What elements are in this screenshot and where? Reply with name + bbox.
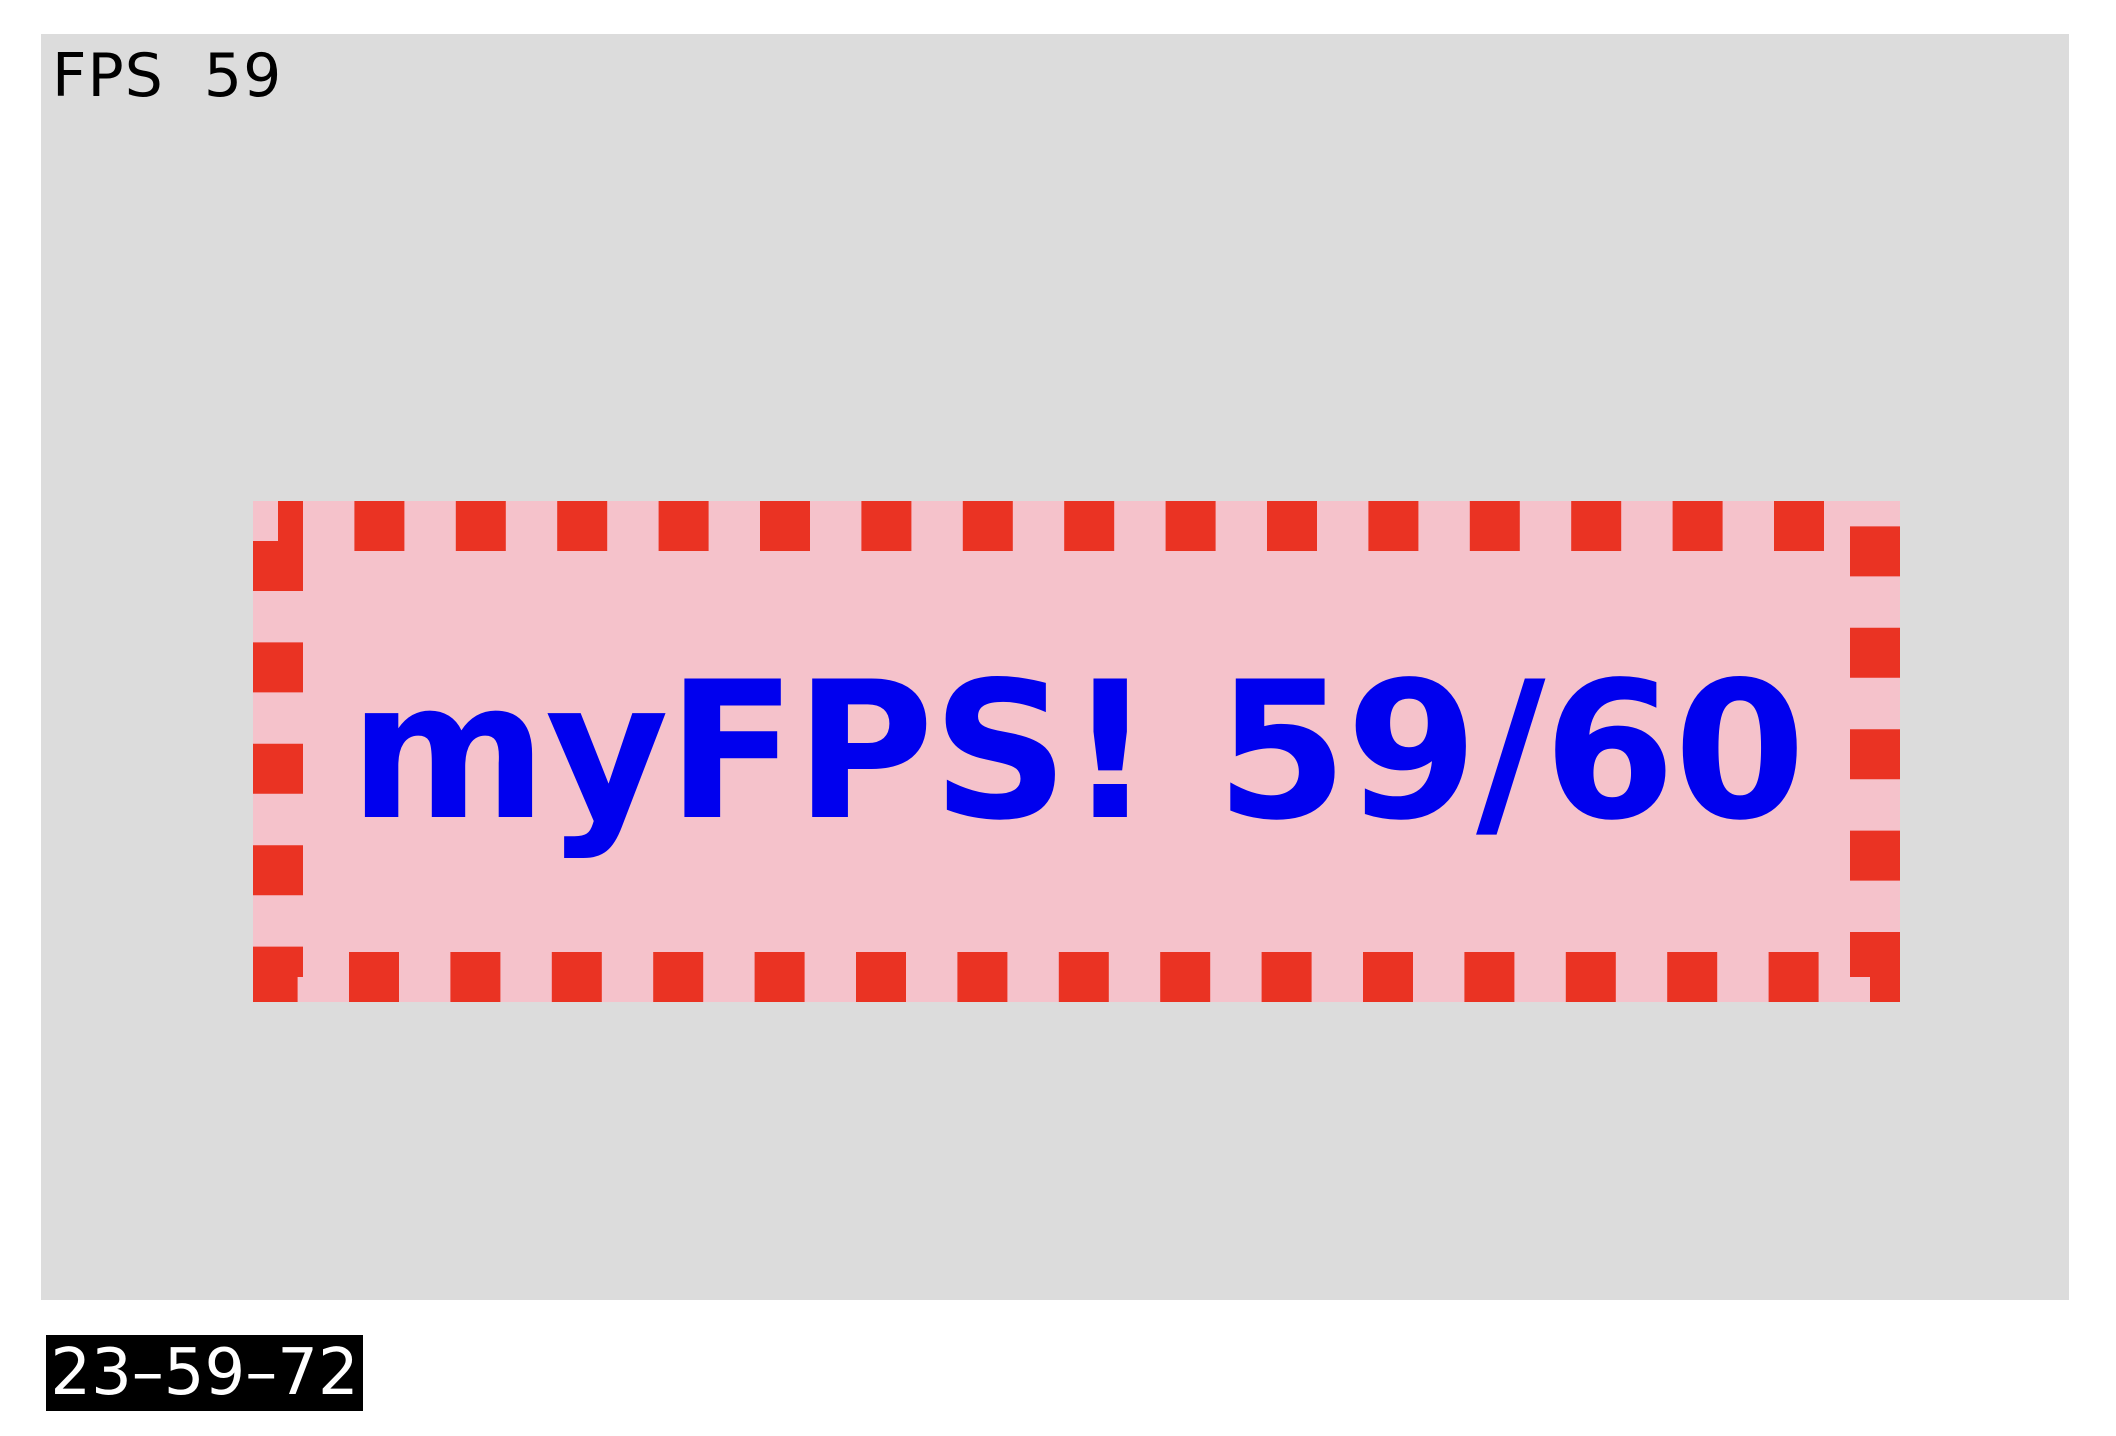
banner-dashed-border [253,501,1900,1002]
fps-counter: FPS 59 [52,41,283,111]
fps-banner: myFPS! 59/60 [253,501,1900,1002]
game-stage: FPS 59 myFPS! 59/60 [41,34,2069,1300]
banner-border-rect [253,501,1900,1002]
banner-fps-text: myFPS! 59/60 [349,640,1806,862]
timestamp-badge: 23–59–72 [46,1335,363,1411]
